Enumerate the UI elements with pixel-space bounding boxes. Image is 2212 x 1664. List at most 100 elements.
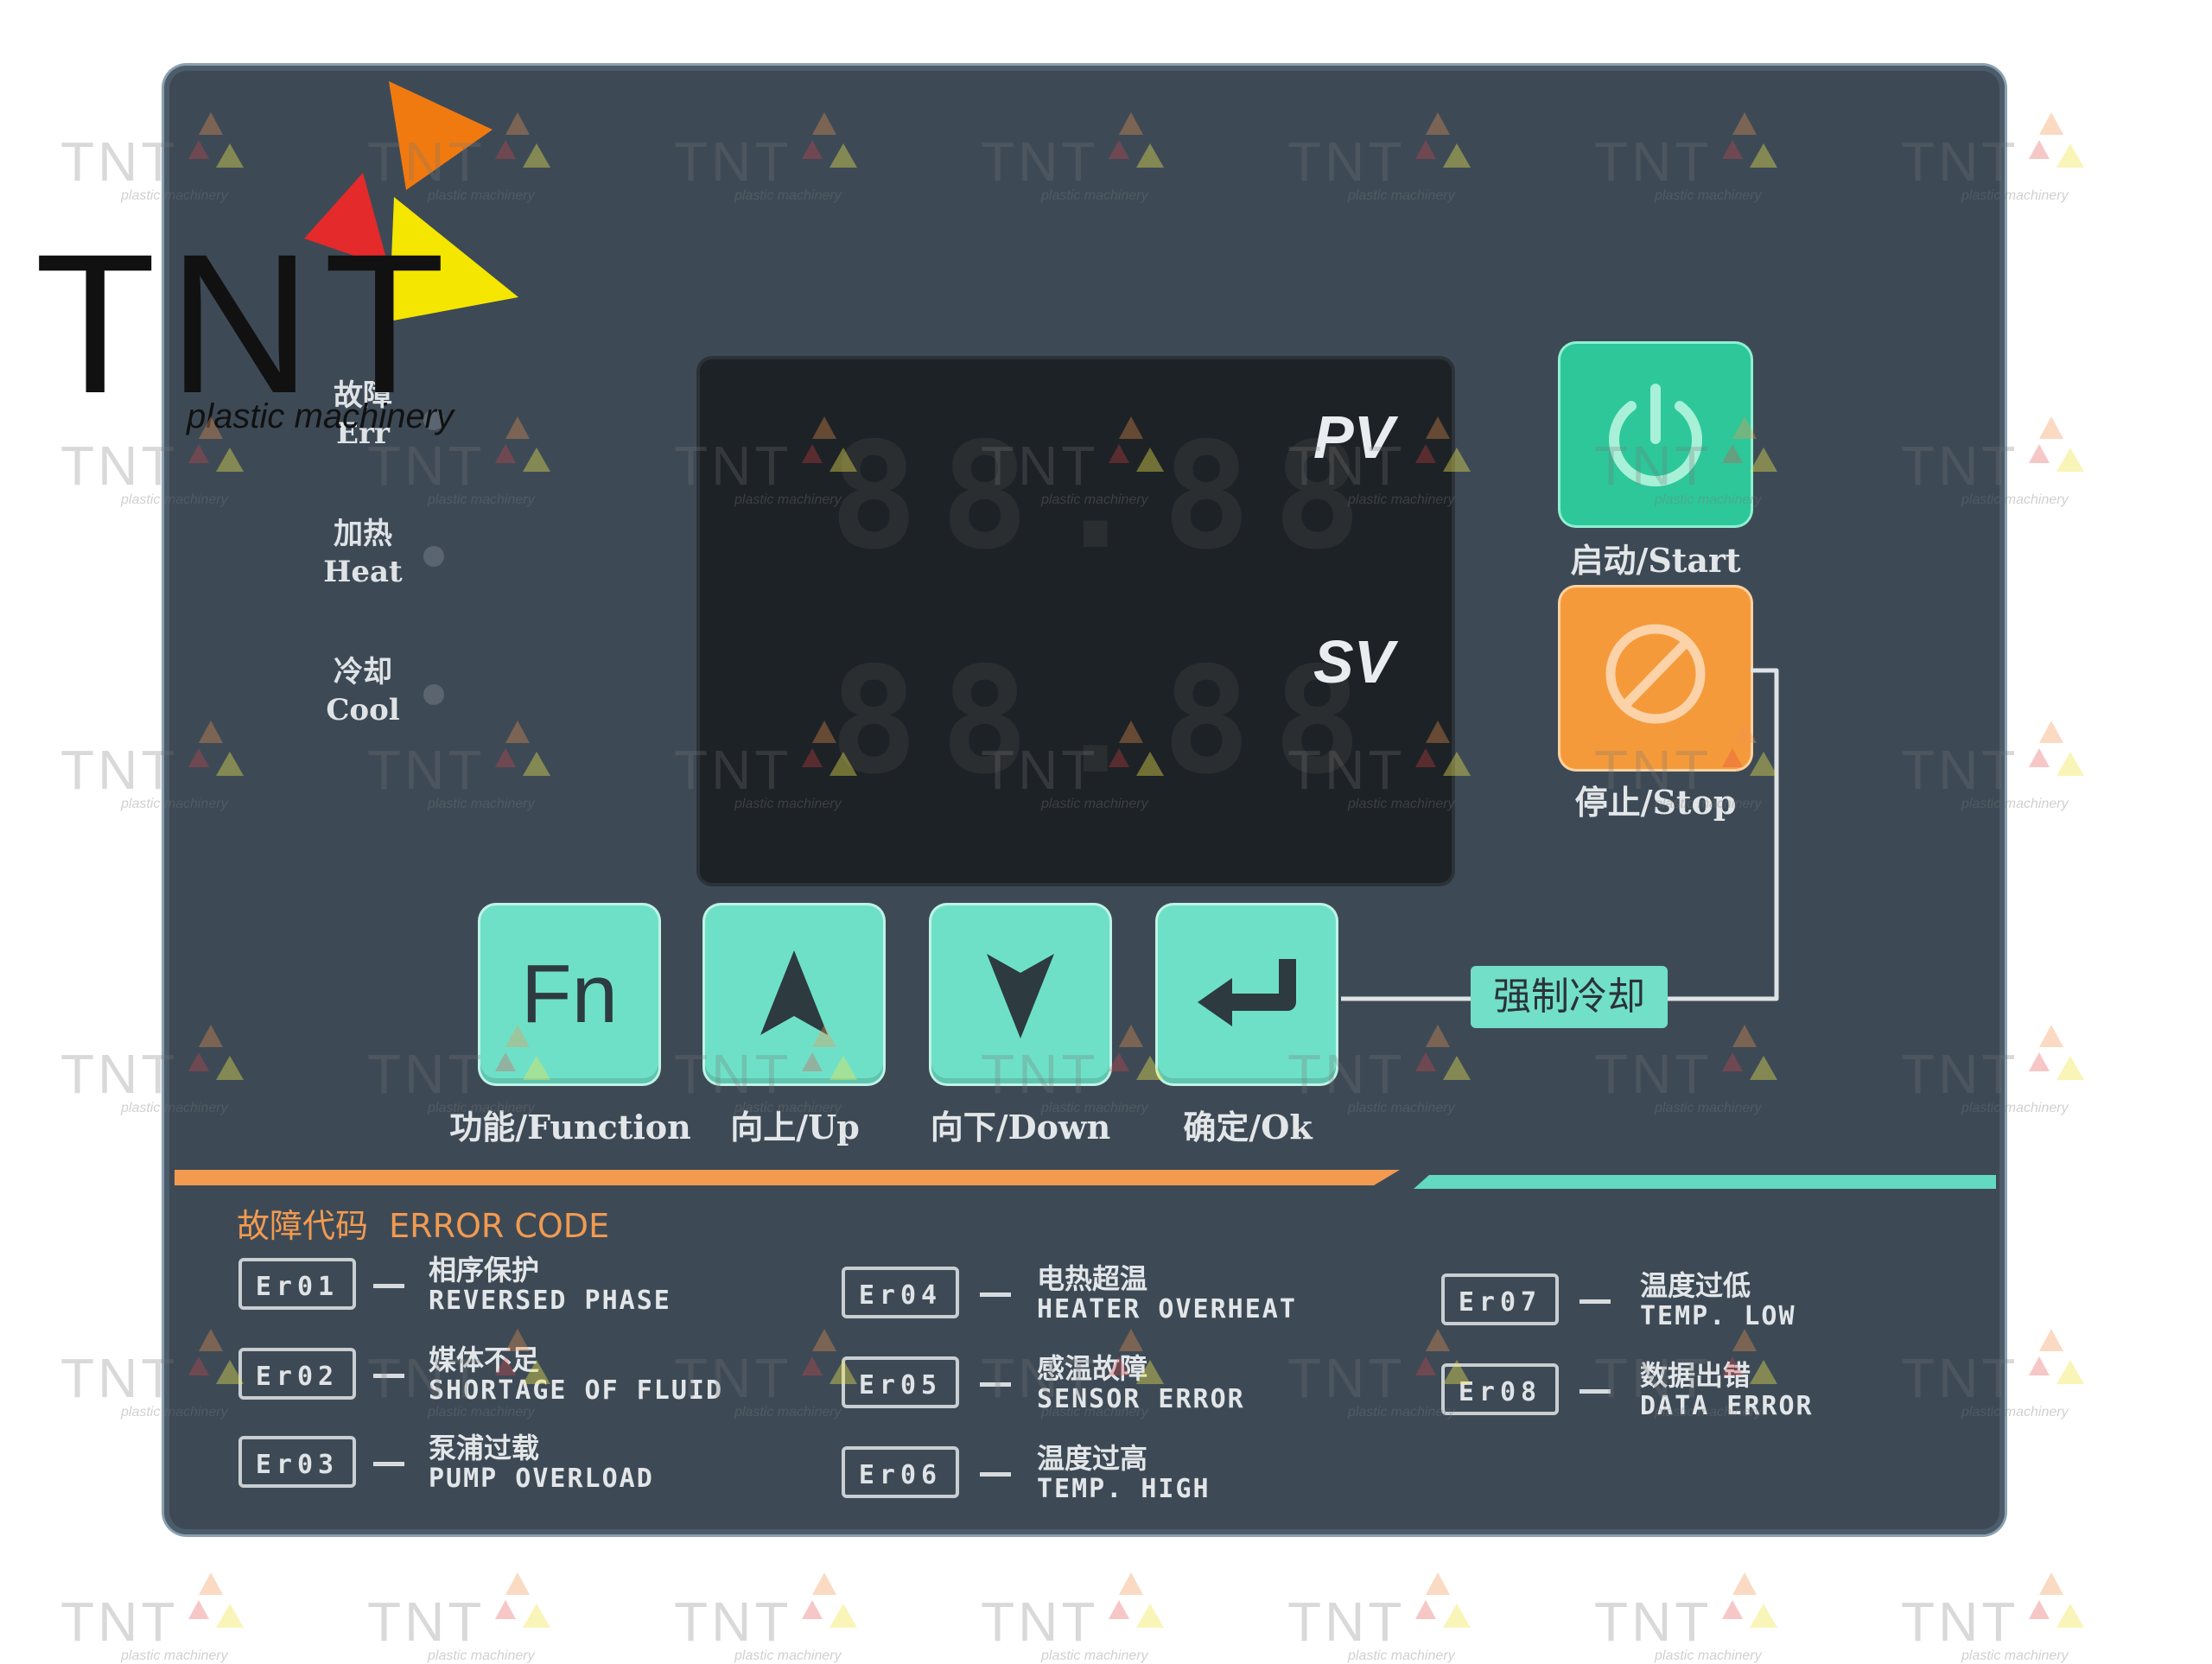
watermark-triangle-icon: [2029, 1356, 2050, 1375]
dash: [1580, 1299, 1611, 1304]
start-label: 启动/Start: [1570, 541, 1741, 580]
pv-label: PV: [1313, 403, 1395, 471]
watermark-triangle-icon: [188, 1600, 209, 1619]
error-desc-en: TEMP. HIGH: [1037, 1474, 1211, 1504]
cool-led: [423, 684, 444, 705]
watermark-triangle-icon: [2056, 1360, 2084, 1384]
indicator-err-en: Err: [336, 416, 390, 451]
watermark-triangle-icon: [1109, 1600, 1129, 1619]
watermark-triangle-icon: [2029, 1052, 2050, 1071]
logo-text: TNT: [35, 213, 458, 435]
indicator-heat: 加热 Heat: [311, 515, 415, 591]
dash: [980, 1292, 1011, 1297]
watermark-triangle-icon: [495, 1600, 516, 1619]
error-code-title: 故障代码 ERROR CODE: [237, 1207, 610, 1245]
error-desc-cn: 电热超温: [1037, 1262, 1148, 1295]
watermark-text: TNT: [981, 1591, 1099, 1653]
divider-stripes: [175, 1170, 1996, 1189]
watermark-triangle-icon: [2039, 1572, 2063, 1595]
forced-cooling-label: 强制冷却: [1471, 966, 1668, 1028]
watermark-triangle-icon: [2056, 448, 2084, 472]
watermark-triangle-icon: [2039, 1329, 2063, 1351]
watermark-text: TNT: [60, 1043, 179, 1105]
start-button[interactable]: [1560, 344, 1751, 525]
watermark-triangle-icon: [1415, 1600, 1436, 1619]
function-key-label: 功能/Function: [449, 1108, 691, 1146]
watermark-triangle-icon: [2029, 444, 2050, 463]
watermark-text: TNT: [60, 1591, 179, 1653]
indicator-heat-en: Heat: [323, 555, 403, 589]
watermark-triangle-icon: [2056, 1056, 2084, 1080]
pv-segments: 88.88: [830, 411, 1384, 582]
down-key-label: 向下/Down: [930, 1108, 1111, 1146]
power-icon: [1609, 384, 1702, 486]
err-led: [423, 410, 444, 430]
error-code-box: Er07: [1441, 1273, 1559, 1325]
lcd-display: 88.88 88.88: [700, 359, 1452, 883]
error-desc-en: PUMP OVERLOAD: [429, 1464, 654, 1494]
watermark-triangle-icon: [812, 1572, 836, 1595]
watermark-triangle-icon: [2056, 143, 2084, 168]
error-desc-en: HEATER OVERHEAT: [1037, 1294, 1297, 1324]
error-code-box: Er04: [842, 1267, 959, 1318]
watermark-triangle-icon: [2039, 112, 2063, 135]
error-code-box: Er01: [238, 1258, 356, 1310]
down-key[interactable]: [931, 905, 1109, 1083]
watermark-triangle-icon: [830, 1604, 857, 1628]
watermark-triangle-icon: [1732, 1572, 1757, 1595]
dash: [373, 1374, 404, 1378]
watermark-subtitle: plastic machinery: [428, 1648, 535, 1663]
indicator-err: 故障 Err: [311, 377, 415, 453]
error-desc-en: SHORTAGE OF FLUID: [429, 1375, 724, 1406]
error-desc-cn: 数据出错: [1640, 1359, 1751, 1392]
watermark-triangle-icon: [505, 1572, 530, 1595]
error-desc-cn: 相序保护: [429, 1254, 540, 1286]
stop-label: 停止/Stop: [1574, 783, 1737, 822]
down-arrow-icon: [987, 954, 1054, 1038]
stop-button[interactable]: [1560, 587, 1751, 769]
indicator-cool-en: Cool: [326, 693, 400, 727]
watermark-triangle-icon: [2056, 752, 2084, 776]
indicator-cool-cn: 冷却: [334, 655, 392, 689]
watermark-text: TNT: [367, 1591, 486, 1653]
error-desc: 电热超温 HEATER OVERHEAT: [1037, 1263, 1297, 1325]
logo-triangles-icon: [304, 81, 518, 321]
watermark-text: TNT: [60, 1347, 179, 1409]
up-key-label: 向上/Up: [730, 1108, 860, 1146]
error-code-box: Er08: [1441, 1363, 1559, 1415]
watermark-triangle-icon: [1426, 1572, 1450, 1595]
indicator-cool: 冷却 Cool: [311, 653, 415, 729]
watermark-triangle-icon: [2029, 140, 2050, 159]
forced-cooling-connector: [1341, 668, 1779, 1001]
enter-icon: [1198, 959, 1296, 1026]
watermark-triangle-icon: [2039, 721, 2063, 743]
function-key[interactable]: Fn: [480, 905, 658, 1083]
prohibited-icon: [1605, 624, 1706, 724]
control-panel: 故障 Err 加热 Heat 冷却 Cool 88.88 88.88 PV SV…: [164, 66, 2005, 1534]
watermark-triangle-icon: [1136, 1604, 1164, 1628]
ok-key[interactable]: [1158, 905, 1336, 1083]
sv-label: SV: [1313, 628, 1395, 695]
indicator-err-cn: 故障: [334, 378, 392, 413]
watermark-subtitle: plastic machinery: [1655, 1648, 1762, 1663]
error-code-box: Er03: [238, 1436, 356, 1488]
error-code-box: Er06: [842, 1446, 959, 1498]
up-key[interactable]: [705, 905, 883, 1083]
error-desc-cn: 温度过高: [1037, 1442, 1148, 1475]
dash: [373, 1462, 404, 1466]
error-desc: 温度过低 TEMP. LOW: [1640, 1270, 1796, 1332]
error-desc: 感温故障 SENSOR ERROR: [1037, 1353, 1245, 1415]
error-desc-cn: 感温故障: [1037, 1352, 1148, 1385]
error-desc-cn: 泵浦过载: [429, 1432, 540, 1464]
watermark-subtitle: plastic machinery: [1348, 1648, 1455, 1663]
watermark-triangle-icon: [1443, 1604, 1471, 1628]
watermark-text: TNT: [1287, 1591, 1406, 1653]
dash: [980, 1472, 1011, 1477]
logo-subtitle: plastic machinery: [187, 397, 454, 435]
